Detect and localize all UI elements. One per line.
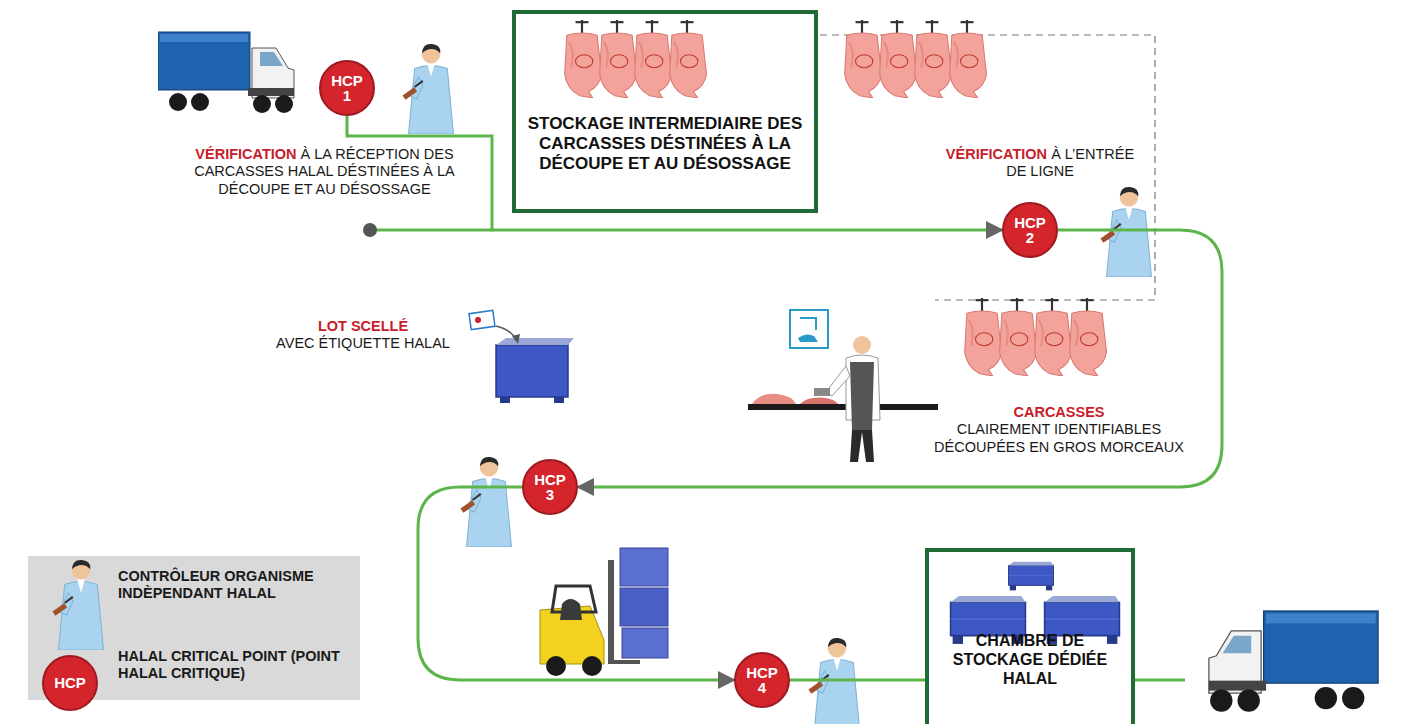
hcp-code: HCP [534,472,566,487]
annotation-heading: LOT SCELLÉ [258,318,468,335]
legend-panel: HCP CONTRÔLEUR ORGANISME INDÈPENDANT HALA… [28,556,360,700]
legend-symbol: HCP [42,655,98,711]
box-title: STOCKAGE INTERMEDIAIRE DES CARCASSES DÉS… [526,114,804,174]
annotation-heading: VÉRIFICATION [946,146,1047,162]
flow-connector [578,230,1222,487]
hcp-number: 1 [343,88,351,103]
annotation: VÉRIFICATION À LA RÉCEPTION DES CARCASSE… [172,146,477,198]
hcp-number: 4 [758,680,766,695]
hcp-code: HCP [331,73,363,88]
hcp-code: HCP [1014,215,1046,230]
hcp-circle: HCP1 [319,60,375,116]
legend-symbol [50,558,112,650]
box-title: CHAMBRE DE STOCKAGE DÉDIÉE HALAL [939,632,1121,689]
hcp-code: HCP [746,665,778,680]
hcp-circle: HCP4 [734,652,790,708]
annotation-text: AVEC ÉTIQUETTE HALAL [258,335,468,352]
storage-box: CHAMBRE DE STOCKAGE DÉDIÉE HALAL [925,548,1135,724]
storage-box: STOCKAGE INTERMEDIAIRE DES CARCASSES DÉS… [512,10,818,213]
annotation-heading: VÉRIFICATION [195,146,296,162]
callout-code: HCP [54,675,86,690]
annotation-heading: CARCASSES [918,404,1200,421]
hcp-number: 2 [1026,230,1034,245]
hcp-circle: HCP3 [522,459,578,515]
annotation-text: CLAIREMENT IDENTIFIABLES DÉCOUPÉES EN GR… [918,421,1200,456]
annotation: LOT SCELLÉAVEC ÉTIQUETTE HALAL [258,318,468,353]
annotation: VÉRIFICATION À L’ENTRÉE DE LIGNE [945,146,1135,181]
annotation: CARCASSESCLAIREMENT IDENTIFIABLES DÉCOUP… [918,404,1200,456]
flow-connector [418,487,734,680]
hcp-circle: HCP2 [1002,202,1058,258]
legend-text: CONTRÔLEUR ORGANISME INDÈPENDANT HALAL [118,568,354,601]
flow-connector [790,679,925,682]
legend-text: HALAL CRITICAL POINT (POINT HALAL CRITIQ… [118,648,354,681]
hcp-number: 3 [546,487,554,502]
